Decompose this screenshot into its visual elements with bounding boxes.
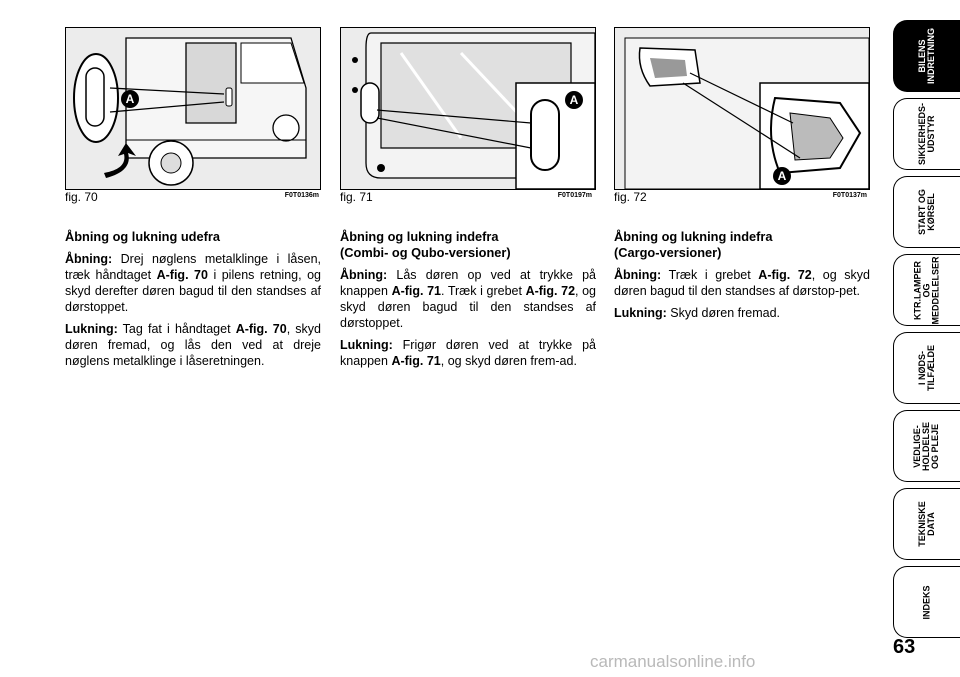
paragraph-opening: Åbning: Drej nøglens metalklinge i låsen…	[65, 251, 321, 315]
figure-reference: A-fig. 71	[391, 354, 441, 368]
marker-a-circle: A	[121, 90, 139, 108]
text-column-2: Åbning og lukning indefra(Combi- og Qubo…	[340, 229, 596, 375]
watermark: carmanualsonline.info	[590, 652, 756, 671]
fig-72-code: F0T0137m	[832, 192, 867, 199]
tab-label: VEDLIGE- HOLDELSE OG PLEJE	[912, 421, 941, 471]
paragraph-closing: Lukning: Tag fat i håndtaget A-fig. 70, …	[65, 321, 321, 369]
fig-72-label: fig. 72	[614, 190, 647, 204]
van-exterior-illustration	[66, 28, 320, 189]
label-opening: Åbning:	[65, 252, 113, 266]
fig-70-code: F0T0136m	[284, 192, 319, 199]
paragraph-closing: Lukning: Skyd døren fremad.	[614, 305, 870, 321]
heading-line-2: (Combi- og Qubo-versioner)	[340, 245, 511, 260]
sliding-door-interior-illustration	[341, 28, 595, 189]
tab-ktr-lamper[interactable]: KTR.LAMPER OG MEDDELELSER	[893, 254, 960, 326]
tab-vedligeholdelse[interactable]: VEDLIGE- HOLDELSE OG PLEJE	[893, 410, 960, 482]
text-column-3: Åbning og lukning indefra(Cargo-versione…	[614, 229, 870, 327]
tab-tekniske-data[interactable]: TEKNISKE DATA	[893, 488, 960, 560]
tab-bilens-indretning[interactable]: BILENS INDRETNING	[893, 20, 960, 92]
tab-label: INDEKS	[921, 584, 932, 620]
text: Drej nøglens metalklinge i låsen, træk h…	[65, 252, 321, 282]
heading-line-2: (Cargo-versioner)	[614, 245, 722, 260]
tab-label: TEKNISKE DATA	[916, 501, 936, 547]
paragraph-opening: Åbning: Lås døren op ved at trykke på kn…	[340, 267, 596, 331]
tab-i-nodstilfaelde[interactable]: I NØDS- TILFÆLDE	[893, 332, 960, 404]
section-heading: Åbning og lukning indefra(Combi- og Qubo…	[340, 229, 596, 261]
tab-indeks[interactable]: INDEKS	[893, 566, 960, 638]
page-number: 63	[893, 636, 916, 658]
figure-reference: A-fig. 70	[235, 322, 287, 336]
label-opening: Åbning:	[340, 268, 388, 282]
text: Skyd døren fremad.	[666, 306, 781, 320]
figure-72: A	[614, 27, 870, 190]
figure-reference: A-fig. 72	[525, 284, 576, 298]
text: , skyd døren fremad, og lås den ved at d…	[65, 322, 322, 368]
figure-reference: A-fig. 72	[758, 268, 812, 282]
tab-label: I NØDS- TILFÆLDE	[917, 345, 936, 391]
text: , og skyd døren bagud til den standses a…	[340, 284, 596, 330]
marker-a-circle: A	[565, 91, 583, 109]
text: , og skyd døren bagud til den standses a…	[614, 268, 870, 298]
fig-71-code: F0T0197m	[557, 192, 592, 199]
heading-line-1: Åbning og lukning indefra	[340, 229, 499, 244]
marker-a-circle: A	[773, 167, 791, 185]
text: Tag fat i håndtaget	[117, 322, 236, 336]
figure-70: A	[65, 27, 321, 190]
paragraph-opening: Åbning: Træk i grebet A-fig. 72, og skyd…	[614, 267, 870, 299]
tab-start-og-korsel[interactable]: START OG KØRSEL	[893, 176, 960, 248]
section-heading: Åbning og lukning indefra(Cargo-versione…	[614, 229, 870, 261]
tab-label: SIKKERHEDS- UDSTYR	[916, 102, 936, 166]
figure-reference: A-fig. 70	[156, 268, 208, 282]
label-opening: Åbning:	[614, 268, 662, 282]
fig-70-label: fig. 70	[65, 190, 98, 204]
tab-label: START OG KØRSEL	[917, 189, 936, 235]
text: i pilens retning, og skyd derefter døren…	[65, 268, 321, 314]
label-closing: Lukning:	[65, 322, 118, 336]
label-closing: Lukning:	[340, 338, 393, 352]
text: Frigør døren ved at trykke på knappen	[340, 338, 596, 368]
heading-line-1: Åbning og lukning indefra	[614, 229, 773, 244]
text: . Træk i grebet	[441, 284, 526, 298]
text-column-1: Åbning og lukning udefra Åbning: Drej nø…	[65, 229, 321, 375]
figure-71: A	[340, 27, 596, 190]
paragraph-closing: Lukning: Frigør døren ved at trykke på k…	[340, 337, 596, 369]
fig-71-label: fig. 71	[340, 190, 373, 204]
tab-sikkerhedsudstyr[interactable]: SIKKERHEDS- UDSTYR	[893, 98, 960, 170]
label-closing: Lukning:	[614, 306, 667, 320]
tab-label: KTR.LAMPER OG MEDDELELSER	[912, 255, 941, 325]
text: Træk i grebet	[661, 268, 759, 282]
cargo-handle-illustration	[615, 28, 869, 189]
section-heading: Åbning og lukning udefra	[65, 229, 220, 244]
tab-label: BILENS INDRETNING	[917, 28, 936, 84]
figure-reference: A-fig. 71	[391, 284, 441, 298]
text: , og skyd døren frem-ad.	[440, 354, 577, 368]
text: Lås døren op ved at trykke på knappen	[340, 268, 596, 298]
